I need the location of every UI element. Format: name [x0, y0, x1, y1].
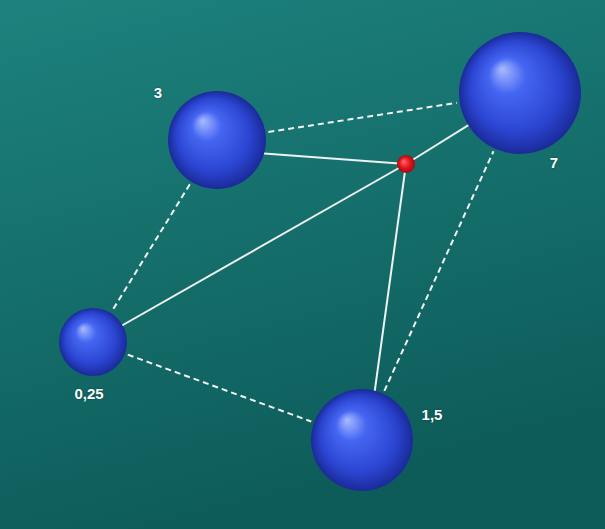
sphere-shape [167, 90, 267, 190]
sphere [311, 389, 413, 491]
mass-value: 3 [154, 84, 162, 101]
mass-sphere: 7 [458, 31, 582, 155]
dashed-connector [384, 151, 493, 391]
dashed-connector [128, 355, 311, 422]
mass-sphere: 1,5 [310, 388, 414, 492]
sphere-shape [58, 307, 128, 377]
sphere [459, 32, 581, 154]
sphere-shape [310, 388, 414, 492]
mass-sphere: 0,25 [58, 307, 128, 377]
sphere-shape [458, 31, 582, 155]
dashed-connector [268, 103, 456, 132]
sphere [168, 91, 266, 189]
mass-value: 1,5 [422, 406, 443, 423]
mass-sphere: 3 [167, 90, 267, 190]
mass-value: 7 [550, 154, 558, 171]
center-of-mass-dot [397, 155, 415, 173]
center-lines [93, 93, 520, 440]
center-line [93, 164, 406, 342]
dashed-connector [112, 184, 189, 310]
sphere [59, 308, 127, 376]
mass-value: 0,25 [74, 385, 103, 402]
